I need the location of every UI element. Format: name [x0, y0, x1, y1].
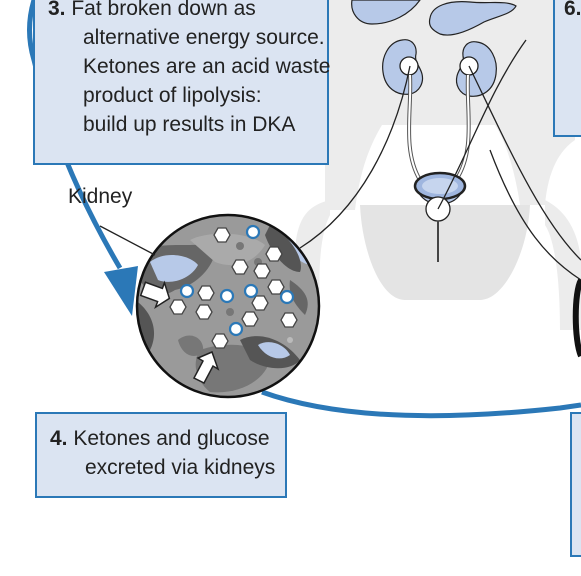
step-6-number: 6. [564, 0, 581, 20]
magnifier-ring [135, 213, 321, 399]
step-4-number: 4. [50, 427, 68, 450]
step-3-line-5: build up results in DKA [83, 113, 296, 136]
step-4-line-1: Ketones and glucose [73, 427, 270, 450]
step-3-box: 3. Fat broken down as alternative energy… [33, 0, 331, 165]
flow-arrow-2 [192, 350, 220, 384]
cycle-arc-bottom [261, 389, 581, 419]
step-3-line-3: Ketones are an acid waste [83, 55, 331, 78]
step-3-line-1: Fat broken down as [71, 0, 256, 20]
pancreas-shape [428, 1, 517, 36]
step-4-line-2: excreted via kidneys [85, 456, 276, 479]
kidney-label: Kidney [68, 185, 133, 208]
cycle-arrowhead [104, 266, 138, 316]
body-silhouette [296, 0, 581, 330]
glucose-markers [179, 224, 295, 337]
step-6-box: 6. [553, 0, 581, 137]
step-3-line-2: alternative energy source. [83, 26, 325, 49]
kidney-label-pointer [99, 225, 156, 256]
step-4-box: 4. Ketones and glucose excreted via kidn… [35, 412, 287, 498]
step-3-number: 3. [48, 0, 66, 20]
liver-shape [351, 0, 421, 25]
step-3-line-4: product of lipolysis: [83, 84, 262, 107]
flow-arrow-1 [139, 280, 171, 310]
step-5-box-partial [570, 412, 581, 557]
hexagon-markers [169, 227, 298, 349]
